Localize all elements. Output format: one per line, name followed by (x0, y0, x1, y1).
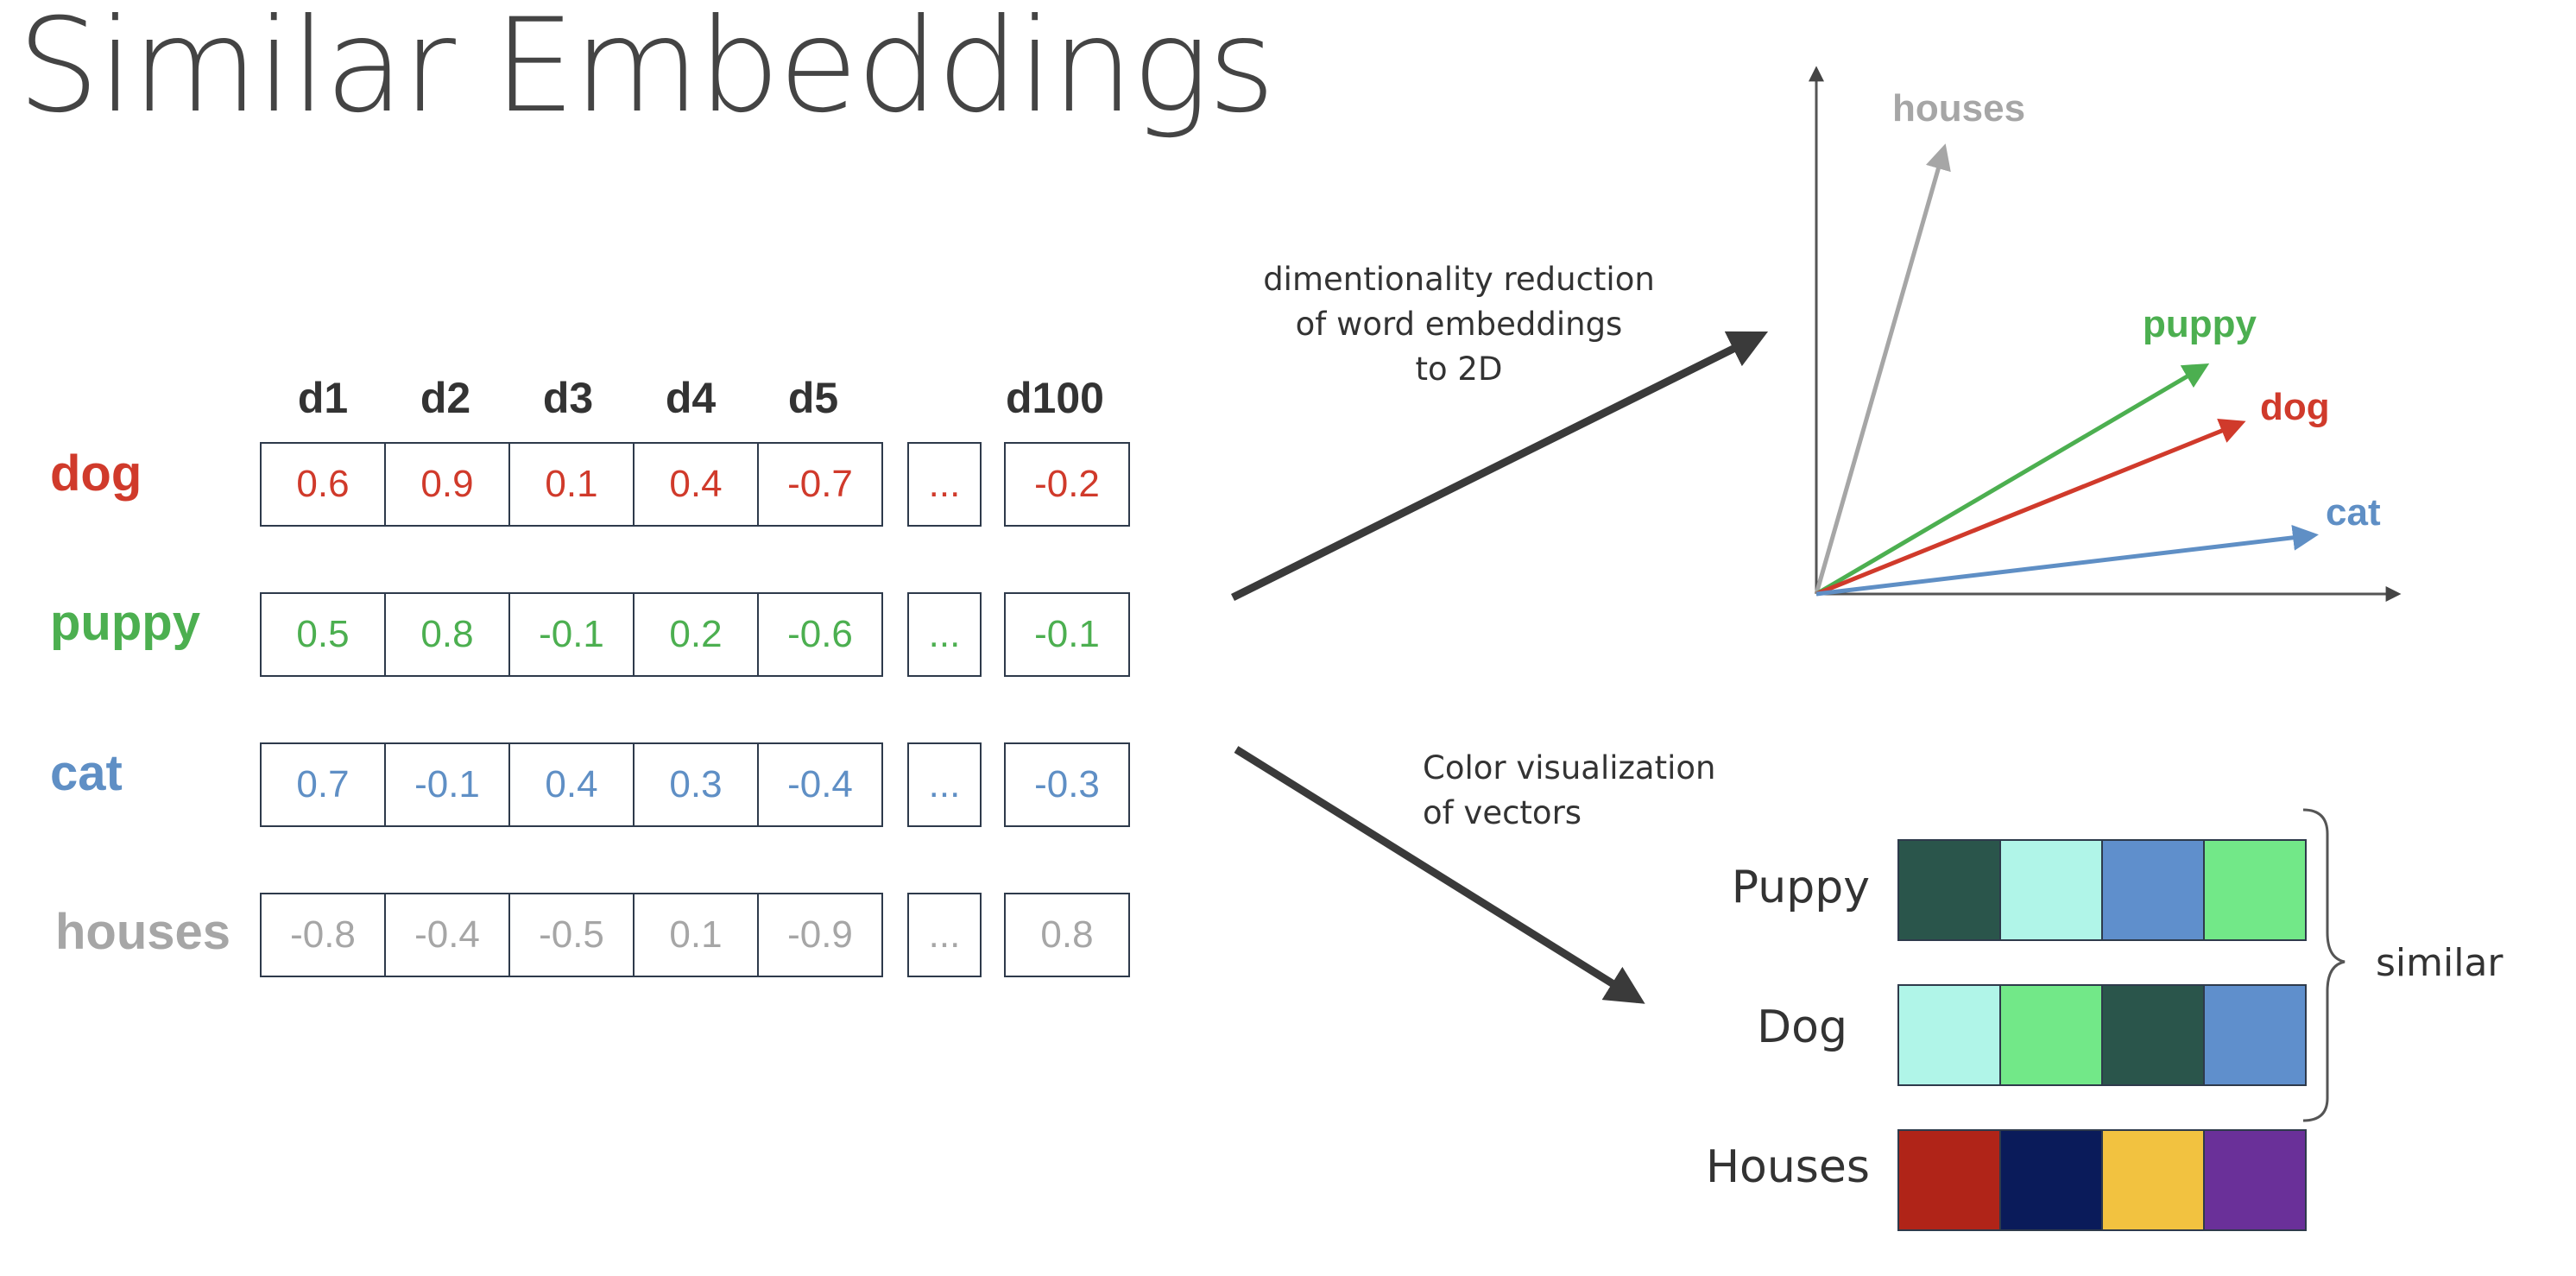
swatch-row-houses (1897, 1129, 2307, 1231)
vector-label-cat: cat (2326, 491, 2381, 534)
vector-label-houses: houses (1892, 87, 2025, 129)
vector-cat (1815, 524, 2319, 597)
dim-header-d3: d3 (542, 374, 594, 422)
value-cell-d100: -0.1 (1004, 592, 1130, 677)
color-swatch (2001, 841, 2103, 939)
color-swatch (2103, 986, 2205, 1084)
dim-header-d4: d4 (665, 374, 717, 422)
vector-label-puppy: puppy (2143, 303, 2257, 345)
dim-header-d2: d2 (420, 374, 471, 422)
color-swatch (2001, 986, 2103, 1084)
word-label-houses: houses (55, 904, 231, 960)
embedding-row-houses: -0.8 -0.4 -0.5 0.1 -0.9 ... 0.8 (260, 893, 1130, 977)
color-viz-note-line: of vectors (1423, 794, 1582, 831)
dim-header-d100: d100 (1006, 374, 1104, 422)
dim-header-d5: d5 (787, 374, 839, 422)
dim-header-d1: d1 (297, 374, 349, 422)
swatch-label-dog: Dog (1757, 1001, 1847, 1053)
slide-title: Similar Embeddings (17, 0, 1275, 142)
value-cell: -0.4 (757, 742, 883, 827)
value-cell: 0.7 (260, 742, 386, 827)
value-cell: -0.7 (757, 442, 883, 527)
embedding-row-dog: 0.6 0.9 0.1 0.4 -0.7 ... -0.2 (260, 442, 1130, 527)
vector-puppy (1815, 363, 2210, 597)
ellipsis-cell: ... (907, 592, 982, 677)
color-swatch (2103, 841, 2205, 939)
swatch-label-houses: Houses (1705, 1141, 1870, 1193)
swatch-label-puppy: Puppy (1731, 862, 1870, 913)
color-swatch (1899, 1131, 2001, 1229)
color-swatch (2205, 841, 2305, 939)
embedding-row-cat: 0.7 -0.1 0.4 0.3 -0.4 ... -0.3 (260, 742, 1130, 827)
value-cell-d100: -0.2 (1004, 442, 1130, 527)
value-cell-d100: 0.8 (1004, 893, 1130, 977)
ellipsis-cell: ... (907, 893, 982, 977)
swatch-row-puppy (1897, 839, 2307, 941)
vector-label-dog: dog (2260, 386, 2330, 428)
color-swatch (2001, 1131, 2103, 1229)
word-label-cat: cat (50, 745, 123, 801)
color-swatch (1899, 841, 2001, 939)
value-cell: -0.1 (384, 742, 510, 827)
color-swatch (2205, 986, 2305, 1084)
value-cell: -0.9 (757, 893, 883, 977)
color-swatch (1899, 986, 2001, 1084)
swatch-row-dog (1897, 984, 2307, 1086)
arrow-to-2d-plot (1230, 331, 1769, 602)
embedding-row-puppy: 0.5 0.8 -0.1 0.2 -0.6 ... -0.1 (260, 592, 1130, 677)
value-cell: -0.8 (260, 893, 386, 977)
color-viz-note-line: Color visualization (1423, 749, 1716, 786)
arrow-to-color-viz (1234, 746, 1645, 1004)
ellipsis-cell: ... (907, 742, 982, 827)
similar-label: similar (2376, 941, 2503, 985)
reduction-note-line: of word embeddings (1295, 306, 1623, 343)
reduction-note: dimentionality reduction of word embeddi… (1209, 257, 1709, 392)
value-cell: -0.4 (384, 893, 510, 977)
value-cell-d100: -0.3 (1004, 742, 1130, 827)
color-swatch (2205, 1131, 2305, 1229)
vector-dog (1815, 419, 2246, 597)
word-label-puppy: puppy (50, 595, 200, 651)
word-label-dog: dog (50, 445, 142, 502)
similar-brace (2302, 808, 2346, 1122)
vector-houses (1814, 143, 1951, 595)
value-cell: -0.6 (757, 592, 883, 677)
reduction-note-line: dimentionality reduction (1263, 261, 1655, 298)
reduction-note-line: to 2D (1415, 351, 1503, 388)
color-viz-note: Color visualization of vectors (1423, 746, 1715, 836)
color-swatch (2103, 1131, 2205, 1229)
value-cell: 0.3 (633, 742, 759, 827)
ellipsis-cell: ... (907, 442, 982, 527)
